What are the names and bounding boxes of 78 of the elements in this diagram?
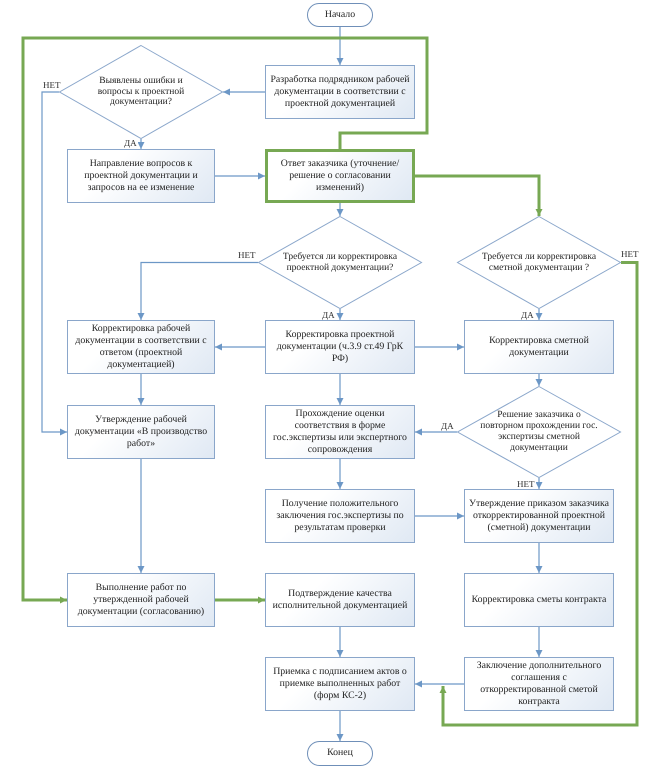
step-text: Направление вопросов к проектной документации и запросов на ее изменение: [83, 158, 199, 194]
process-box: [265, 573, 415, 627]
edge-label: ДА: [123, 138, 138, 148]
step-text: Корректировка рабочей документации в соответствии с ответом (проектной документацией): [74, 322, 208, 372]
step-text: Ответ заказчика (уточнение/ решение о согласовании изменений): [280, 158, 400, 194]
flow-arrow: [536, 309, 542, 320]
step-text: Корректировка сметы контракта: [472, 594, 606, 606]
process-box: [265, 489, 415, 543]
flow-arrow: [336, 27, 344, 65]
flow-arrow: [336, 711, 344, 741]
flow-arrow: [536, 627, 542, 657]
decision-diamond: [258, 216, 422, 309]
flow-arrow: [415, 174, 542, 216]
process-box: [265, 405, 415, 459]
flow-arrow: [415, 344, 464, 350]
decision-diamond: [59, 45, 223, 139]
flow-arrow: [215, 172, 265, 180]
decision-text: Требуется ли корректировка сметной документации ?: [480, 252, 598, 274]
highlighted-process-box: [265, 149, 415, 203]
process-box: [265, 320, 415, 374]
process-box: [464, 320, 614, 374]
edge-label: НЕТ: [42, 80, 62, 90]
flow-arrow: [536, 478, 542, 489]
flow-arrow: [336, 627, 344, 657]
edge-label: НЕТ: [237, 250, 256, 260]
step-text: Выполнение работ по утвержденной рабочей документации (согласованию): [76, 582, 206, 618]
step-text: Корректировка сметной документации: [488, 334, 590, 360]
flow-arrow: [336, 203, 344, 216]
flow-arrow: [22, 36, 428, 604]
flow-arrow: [440, 261, 638, 726]
flow-arrow: [138, 139, 144, 149]
terminator-shape: [307, 3, 373, 27]
terminator-shape: [307, 741, 373, 766]
decision-text: Требуется ли корректировка проектной документации?: [282, 252, 398, 274]
flow-arrow: [215, 596, 265, 604]
process-box: [265, 65, 415, 119]
flow-arrow: [415, 512, 464, 520]
flow-arrow: [215, 344, 265, 350]
flow-arrow: [223, 88, 265, 96]
flow-arrow: [536, 543, 542, 573]
flow-arrow: [138, 262, 258, 320]
process-box: [265, 657, 415, 711]
step-text: Корректировка проектной документации (ч.3.9 ст.49 ГрК РФ): [276, 328, 404, 366]
step-text: Подтверждение качества исполнительной документацией: [272, 588, 408, 612]
flow-arrow: [336, 459, 344, 489]
edge-label: ДА: [321, 310, 336, 320]
step-text: Разработка подрядником рабочей документации в соответствии с проектной документацией: [269, 74, 411, 110]
flow-arrow: [336, 309, 344, 320]
decision-diamond: [457, 386, 621, 478]
process-box: [464, 489, 614, 543]
terminator-label: Начало: [324, 8, 356, 22]
process-box: [464, 657, 614, 711]
edge-label: НЕТ: [516, 479, 536, 489]
step-text: Приемка с подписанием актов о приемке выполненных работ (форм КС-2): [272, 666, 408, 702]
process-box: [67, 320, 215, 374]
process-box: [67, 149, 215, 203]
process-box: [464, 573, 614, 627]
step-text: Утверждение приказом заказчика откорректированной проектной (сметной) документации: [468, 498, 610, 534]
flow-arrow: [415, 428, 457, 436]
process-box: [67, 405, 215, 459]
decision-diamond: [457, 216, 621, 309]
decision-text: Выявлены ошибки и вопросы к проектной документации?: [96, 76, 186, 108]
step-text: Заключение дополнительного соглашения с откорректированной сметой контракта: [476, 660, 602, 708]
step-text: Утверждение рабочей документации «В производство работ»: [74, 414, 208, 450]
edge-label: ДА: [520, 310, 535, 320]
flow-arrow: [536, 374, 542, 386]
edge-label: ДА: [440, 421, 455, 431]
flow-arrow: [138, 459, 144, 573]
flow-arrow: [41, 91, 67, 436]
flow-arrow: [138, 374, 144, 405]
process-box: [67, 573, 215, 627]
decision-text: Решение заказчика о повторном прохождении гос. экспертизы сметной документации: [480, 410, 598, 454]
step-text: Получение положительного заключения гос.экспертизы по результатам проверки: [275, 498, 405, 534]
terminator-label: Конец: [327, 747, 353, 760]
flow-arrow: [336, 374, 344, 405]
flow-arrow: [415, 680, 464, 688]
edge-label: НЕТ: [620, 249, 640, 259]
step-text: Прохождение оценки соответствия в форме гос.экспертизы или экспертного сопровождения: [272, 408, 408, 456]
